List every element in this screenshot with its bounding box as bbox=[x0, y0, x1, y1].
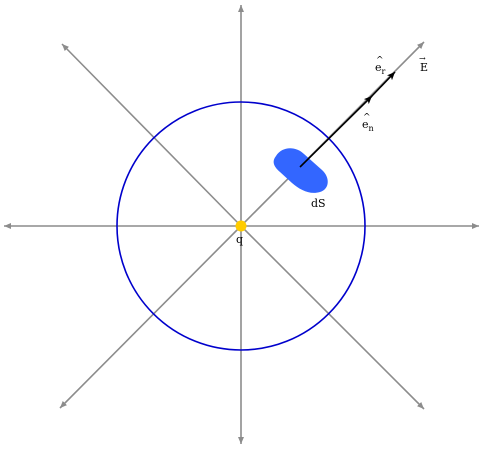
unit-normal-label: ^ en bbox=[362, 114, 374, 133]
unit-radial-sub: r bbox=[381, 67, 386, 76]
gaussian-sphere bbox=[116, 101, 366, 351]
unit-radial-vector bbox=[369, 71, 396, 99]
area-element-label: dS bbox=[311, 197, 326, 210]
charge-label: q bbox=[236, 233, 244, 246]
point-charge bbox=[235, 220, 247, 232]
area-element-ds bbox=[273, 148, 328, 193]
field-line-lower-left bbox=[59, 225, 242, 409]
electric-field-base: E bbox=[420, 61, 429, 74]
unit-normal-vector bbox=[299, 95, 373, 168]
unit-normal-hat: ^ bbox=[363, 113, 371, 123]
unit-radial-label: ^ er bbox=[375, 57, 386, 76]
electric-field-label: → E bbox=[419, 55, 429, 74]
field-line-lower-right bbox=[240, 225, 425, 410]
electric-field-arrow: → bbox=[419, 54, 426, 63]
unit-normal-sub: n bbox=[368, 124, 374, 133]
unit-normal-base: e bbox=[362, 118, 369, 131]
unit-radial-base: e bbox=[375, 61, 382, 74]
unit-radial-hat: ^ bbox=[376, 56, 384, 66]
field-line-upper-left bbox=[61, 43, 242, 227]
